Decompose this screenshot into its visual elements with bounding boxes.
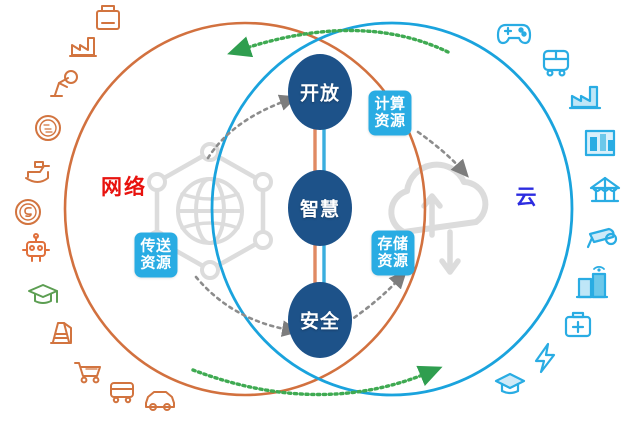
robot-icon bbox=[22, 233, 50, 262]
badge-compute-resource[interactable]: 计算 资源 bbox=[368, 90, 412, 136]
gamepad-icon bbox=[496, 23, 532, 45]
bus-icon bbox=[542, 49, 570, 77]
cctv-camera-icon bbox=[586, 227, 618, 249]
badge-transmit-resource[interactable]: 传送 资源 bbox=[134, 232, 178, 278]
robot-arm-icon bbox=[50, 70, 78, 97]
label-cloud: 云 bbox=[515, 186, 539, 209]
car-icon bbox=[145, 391, 175, 411]
node-secure-shape[interactable] bbox=[288, 282, 352, 358]
lightning-icon bbox=[534, 342, 556, 374]
node-open-shape[interactable] bbox=[288, 54, 352, 130]
grey-arrow-to-storage bbox=[346, 270, 407, 324]
green-arrow-top bbox=[227, 28, 450, 58]
smart-building-icon bbox=[575, 266, 609, 299]
medical-kit-icon bbox=[564, 311, 592, 338]
graduation-cap-blue-icon bbox=[494, 372, 526, 395]
node-label-open[interactable]: 开放 bbox=[299, 83, 341, 105]
green-arrow-bottom bbox=[191, 365, 443, 397]
grey-arrow-to-compute bbox=[416, 130, 469, 178]
train-icon bbox=[110, 382, 134, 404]
excavator-icon bbox=[25, 161, 50, 183]
grey-arrow-to-open bbox=[206, 94, 298, 160]
grey-arrow-to-secure bbox=[194, 275, 301, 337]
factory-icon bbox=[69, 37, 97, 57]
node-smart-shape[interactable] bbox=[288, 170, 352, 246]
label-network: 网络 bbox=[101, 176, 147, 199]
shopping-cart-icon bbox=[74, 362, 101, 384]
cloud-sync-icon bbox=[388, 161, 489, 275]
factory-blue-icon bbox=[568, 85, 602, 110]
network-ring bbox=[63, 21, 427, 397]
cloud-ring bbox=[210, 21, 574, 397]
node-label-smart[interactable]: 智慧 bbox=[299, 199, 341, 221]
printer-icon bbox=[96, 5, 120, 30]
carousel-icon bbox=[589, 176, 621, 203]
oil-derrick-icon bbox=[50, 322, 72, 344]
badge-storage-resource[interactable]: 存储 资源 bbox=[371, 230, 415, 276]
node-label-secure[interactable]: 安全 bbox=[299, 311, 341, 333]
coin-icon bbox=[15, 199, 41, 225]
gear-chip-icon bbox=[35, 115, 61, 141]
city-icon bbox=[584, 129, 616, 157]
graduation-cap-icon bbox=[28, 284, 58, 304]
